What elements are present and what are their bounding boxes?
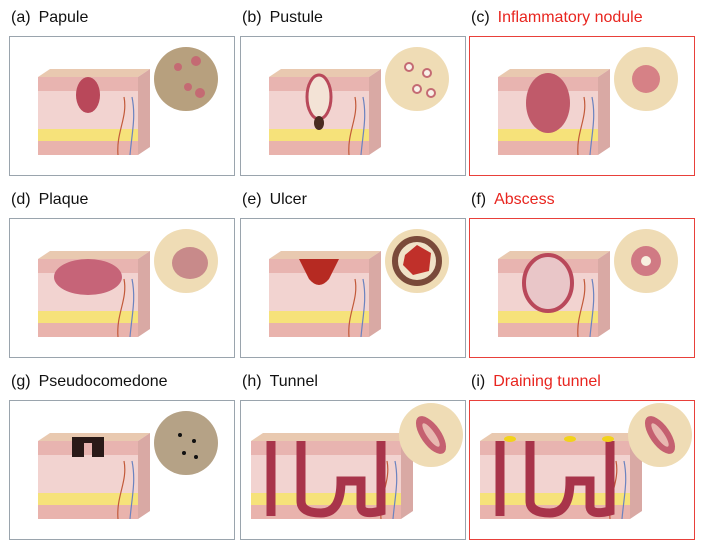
panel-frame xyxy=(240,400,466,540)
panel-caption: (g) Pseudocomedone xyxy=(11,373,168,391)
panel-letter: (f) xyxy=(471,191,487,208)
panel-label: Pseudocomedone xyxy=(38,373,168,390)
skin-illustration xyxy=(38,411,218,520)
panel-letter: (i) xyxy=(471,373,486,390)
panel-label: Abscess xyxy=(494,191,555,208)
panel-frame xyxy=(469,400,695,540)
skin-illustration xyxy=(269,47,449,156)
magnified-view xyxy=(614,47,678,111)
magnified-view xyxy=(614,229,678,293)
skin-block xyxy=(38,433,150,520)
skin-illustration xyxy=(269,229,449,338)
panel-letter: (g) xyxy=(11,373,31,390)
panel-label: Pustule xyxy=(269,9,323,26)
magnified-view xyxy=(385,47,449,111)
panel-label: Draining tunnel xyxy=(493,373,601,390)
panel-label: Papule xyxy=(38,9,89,26)
panel-caption: (i) Draining tunnel xyxy=(471,373,601,391)
panel-letter: (h) xyxy=(242,373,262,390)
skin-illustration xyxy=(38,47,218,156)
panel-letter: (c) xyxy=(471,9,490,26)
panel-frame xyxy=(240,218,466,358)
magnified-view xyxy=(399,403,463,467)
panel-label: Tunnel xyxy=(269,373,318,390)
panel-caption: (e) Ulcer xyxy=(242,191,307,209)
panel-frame xyxy=(469,36,695,176)
magnified-view xyxy=(154,229,218,293)
magnified-view xyxy=(628,403,692,467)
panel-frame xyxy=(9,400,235,540)
panel-frame xyxy=(9,218,235,358)
panel-letter: (e) xyxy=(242,191,262,208)
panel-frame xyxy=(469,218,695,358)
skin-illustration xyxy=(498,229,678,338)
skin-block xyxy=(269,69,381,156)
panel-frame xyxy=(9,36,235,176)
skin-illustration xyxy=(498,47,678,156)
panel-label: Ulcer xyxy=(269,191,307,208)
skin-illustration xyxy=(251,403,463,520)
panel-label: Plaque xyxy=(38,191,89,208)
panel-caption: (h) Tunnel xyxy=(242,373,318,391)
skin-illustration xyxy=(480,403,692,520)
magnified-view xyxy=(154,47,218,111)
panel-letter: (a) xyxy=(11,9,31,26)
panel-frame xyxy=(240,36,466,176)
panel-letter: (b) xyxy=(242,9,262,26)
magnified-view xyxy=(385,229,449,293)
panel-caption: (c) Inflammatory nodule xyxy=(471,9,643,27)
magnified-view xyxy=(154,411,218,475)
panel-caption: (b) Pustule xyxy=(242,9,323,27)
panel-label: Inflammatory nodule xyxy=(497,9,643,26)
panel-caption: (f) Abscess xyxy=(471,191,555,209)
panel-letter: (d) xyxy=(11,191,31,208)
panel-caption: (d) Plaque xyxy=(11,191,88,209)
panel-caption: (a) Papule xyxy=(11,9,88,27)
skin-illustration xyxy=(38,229,218,338)
